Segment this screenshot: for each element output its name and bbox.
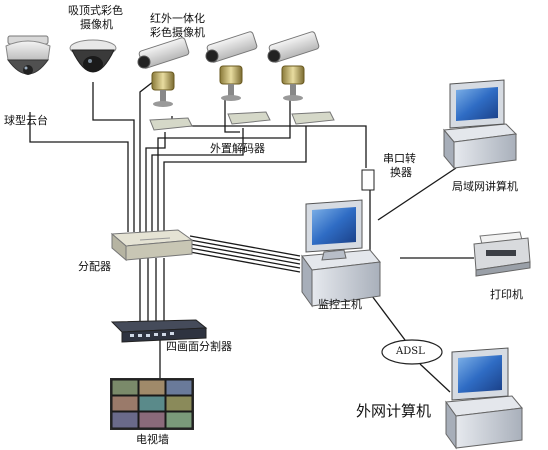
- label-adsl: ADSL: [396, 346, 425, 357]
- tv-wall-icon: [110, 378, 194, 430]
- label-serial-converter-line2: 换器: [390, 166, 412, 179]
- serial-converter-icon: [361, 169, 375, 191]
- label-host: 监控主机: [318, 298, 362, 311]
- label-splitter: 四画面分割器: [166, 340, 232, 353]
- label-printer: 打印机: [490, 288, 523, 301]
- label-ceiling-cam-line1: 吸顶式彩色: [68, 4, 123, 17]
- computer-icon: [301, 199, 381, 308]
- dome-camera-icon: [5, 35, 51, 75]
- decoder-icon: [149, 111, 335, 131]
- adsl-node: [381, 339, 443, 365]
- label-dome-ptz: 球型云台: [4, 114, 48, 127]
- ir-camera-icon: [137, 31, 320, 107]
- label-ir-cam-line1: 红外一体化: [150, 12, 205, 25]
- computer-icon: [445, 347, 523, 450]
- wiring: [29, 77, 474, 393]
- label-ceiling-cam-line2: 摄像机: [80, 18, 113, 31]
- label-lan-pc: 局域网讲算机: [452, 180, 518, 193]
- printer-icon: [473, 231, 531, 277]
- label-external-pc: 外网计算机: [356, 402, 432, 420]
- label-serial-converter-line1: 串口转: [383, 152, 416, 165]
- label-tv-wall: 电视墙: [136, 433, 169, 446]
- label-ext-decoder: 外置解码器: [210, 142, 265, 155]
- distributor-icon: [110, 229, 194, 262]
- label-ir-cam-line2: 彩色摄像机: [150, 26, 205, 39]
- computer-icon: [443, 79, 518, 170]
- label-distributor: 分配器: [78, 260, 111, 273]
- ceiling-camera-icon: [69, 39, 117, 73]
- splitter-icon: [110, 319, 208, 343]
